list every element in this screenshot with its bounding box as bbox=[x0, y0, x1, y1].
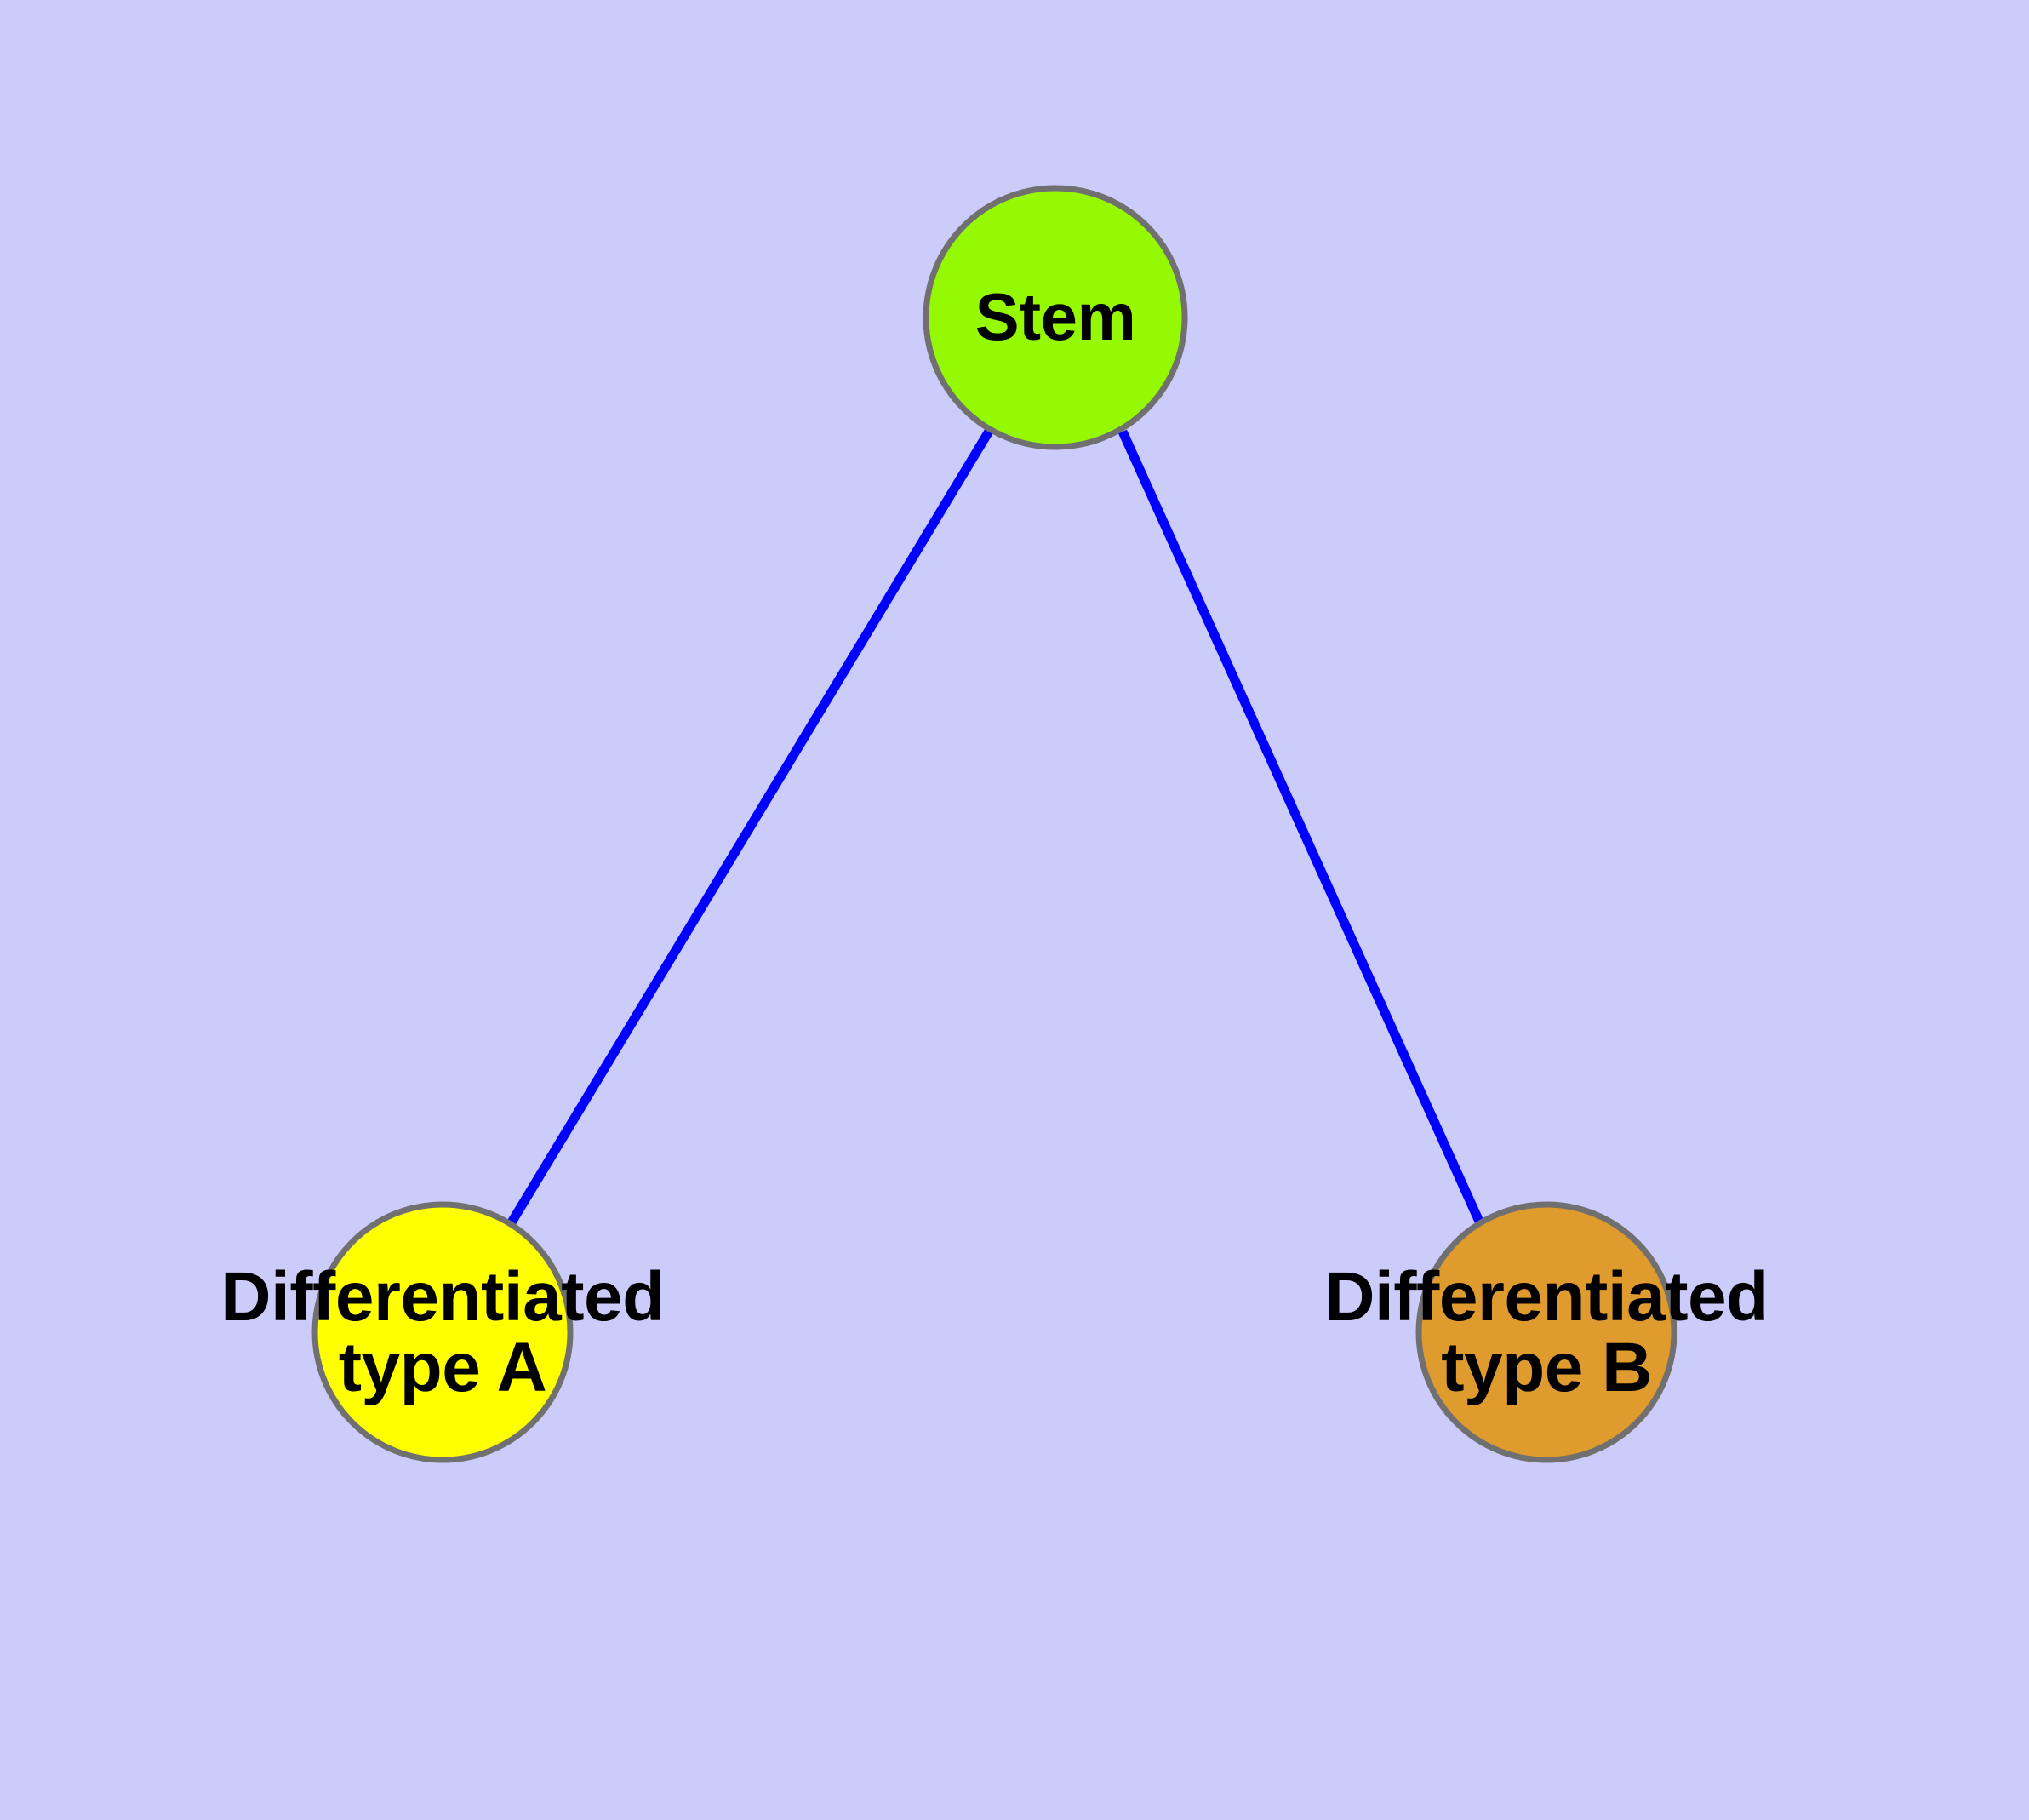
node-circle-stem[interactable] bbox=[923, 185, 1188, 450]
node-circle-diff-a[interactable] bbox=[311, 1201, 574, 1463]
node-circle-diff-b[interactable] bbox=[1415, 1201, 1677, 1463]
edge-stem-to-diff-b bbox=[1117, 429, 1485, 1226]
edge-stem-to-diff-a bbox=[507, 427, 994, 1225]
